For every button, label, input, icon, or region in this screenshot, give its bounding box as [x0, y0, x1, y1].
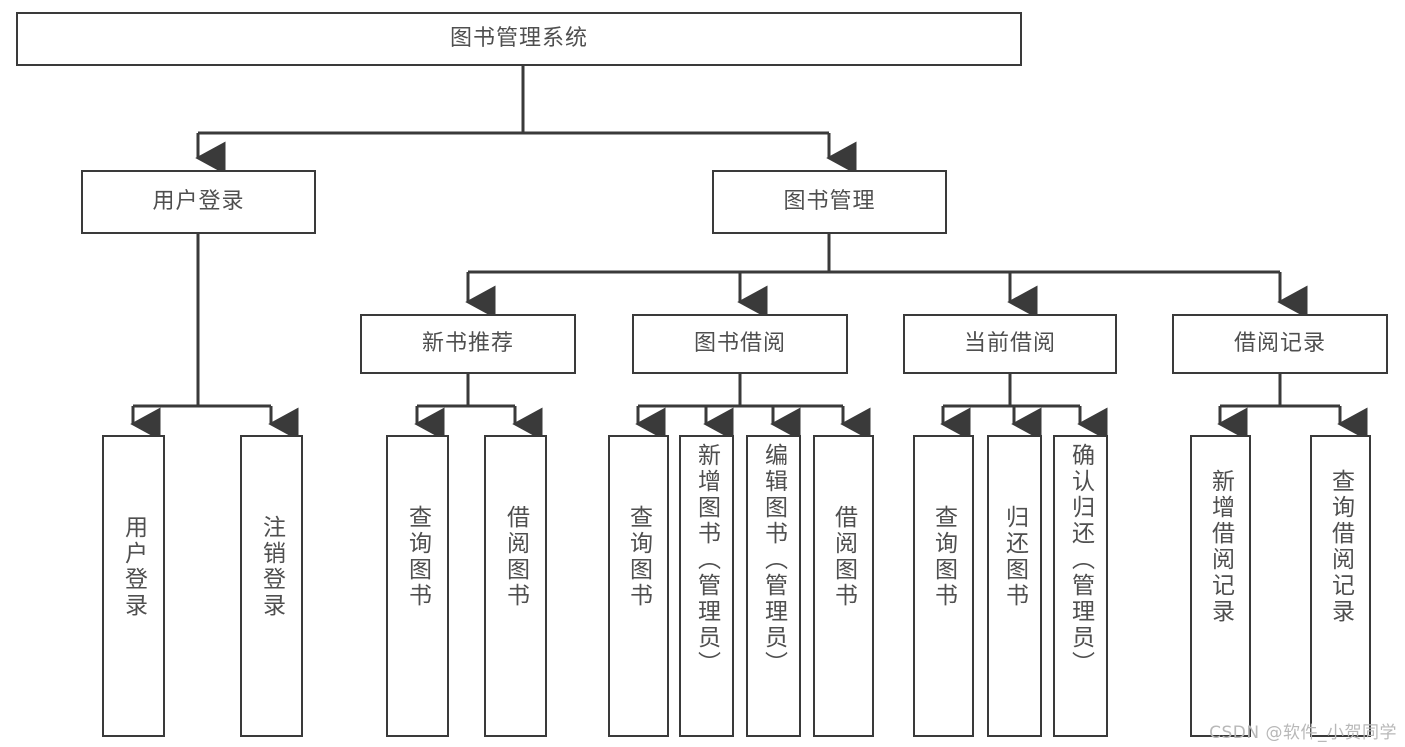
node-root-label: 图书管理系统 [449, 25, 588, 51]
node-leaf-add-book[interactable]: 新增图书（管理员） [679, 435, 734, 737]
node-leaf-query-record[interactable]: 查询借阅记录 [1310, 435, 1371, 737]
node-leaf-borrow-book-2[interactable]: 借阅图书 [813, 435, 874, 737]
node-borrow-record[interactable]: 借阅记录 [1172, 314, 1388, 374]
node-leaf-add-record[interactable]: 新增借阅记录 [1190, 435, 1251, 737]
node-book-manage-label: 图书管理 [783, 188, 876, 214]
node-leaf-query-book-1-label: 查询图书 [404, 505, 431, 609]
node-book-borrow[interactable]: 图书借阅 [632, 314, 848, 374]
node-user-login-label: 用户登录 [152, 188, 245, 214]
node-new-book-rec-label: 新书推荐 [421, 330, 514, 356]
node-leaf-query-book-2[interactable]: 查询图书 [608, 435, 669, 737]
node-user-login[interactable]: 用户登录 [81, 170, 316, 234]
node-current-borrow-label: 当前借阅 [963, 330, 1056, 356]
node-leaf-query-book-3[interactable]: 查询图书 [913, 435, 974, 737]
node-leaf-borrow-book-1[interactable]: 借阅图书 [484, 435, 547, 737]
node-leaf-borrow-book-1-label: 借阅图书 [502, 505, 529, 609]
node-leaf-edit-book[interactable]: 编辑图书（管理员） [746, 435, 801, 737]
node-leaf-query-book-1[interactable]: 查询图书 [386, 435, 449, 737]
node-leaf-query-book-3-label: 查询图书 [930, 505, 957, 609]
node-leaf-logout-label: 注销登录 [258, 515, 285, 619]
node-new-book-rec[interactable]: 新书推荐 [360, 314, 576, 374]
node-book-manage[interactable]: 图书管理 [712, 170, 947, 234]
node-leaf-user-login-label: 用户登录 [120, 515, 147, 619]
node-leaf-add-record-label: 新增借阅记录 [1207, 469, 1234, 625]
node-leaf-add-book-label: 新增图书（管理员） [693, 443, 720, 677]
node-leaf-return-book-label: 归还图书 [1001, 505, 1028, 609]
node-book-borrow-label: 图书借阅 [693, 330, 786, 356]
node-leaf-borrow-book-2-label: 借阅图书 [830, 505, 857, 609]
node-current-borrow[interactable]: 当前借阅 [903, 314, 1117, 374]
node-leaf-confirm-return-label: 确认归还（管理员） [1067, 443, 1094, 677]
node-leaf-query-record-label: 查询借阅记录 [1327, 469, 1354, 625]
node-leaf-logout[interactable]: 注销登录 [240, 435, 303, 737]
node-leaf-edit-book-label: 编辑图书（管理员） [760, 443, 787, 677]
node-leaf-confirm-return[interactable]: 确认归还（管理员） [1053, 435, 1108, 737]
node-borrow-record-label: 借阅记录 [1233, 330, 1326, 356]
node-leaf-query-book-2-label: 查询图书 [625, 505, 652, 609]
node-leaf-return-book[interactable]: 归还图书 [987, 435, 1042, 737]
node-leaf-user-login[interactable]: 用户登录 [102, 435, 165, 737]
node-root[interactable]: 图书管理系统 [16, 12, 1022, 66]
